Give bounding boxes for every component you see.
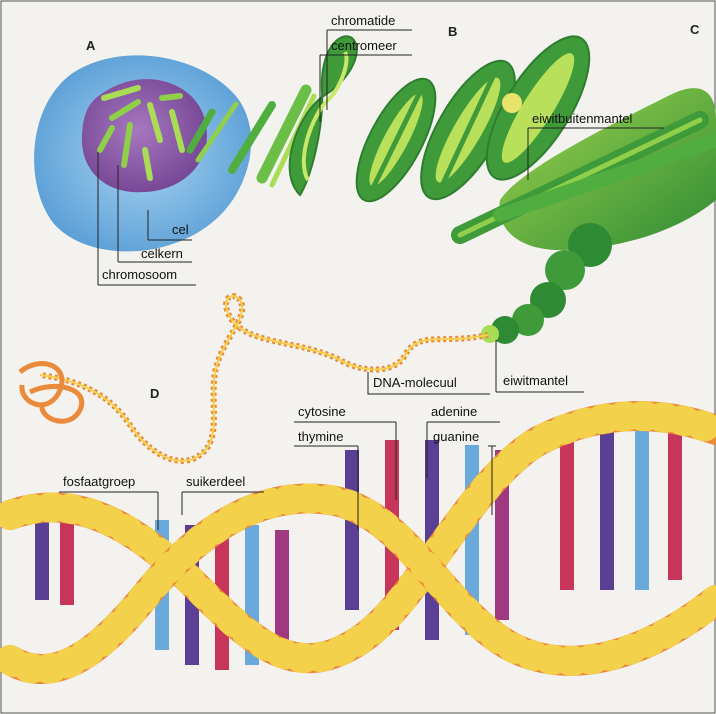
- label-eiwitbuitenmantel-text: eiwitbuitenmantel: [532, 111, 633, 126]
- cell-nucleus: [82, 79, 207, 192]
- label-thymine-text: thymine: [298, 429, 344, 444]
- label-guanine-text: guanine: [433, 429, 479, 444]
- label-suikerdeel-text: suikerdeel: [186, 474, 245, 489]
- panel-letter-d: D: [150, 386, 159, 401]
- label-fosfaatgroep-text: fosfaatgroep: [63, 474, 135, 489]
- label-chromosoom-text: chromosoom: [102, 267, 177, 282]
- panel-letter-b: B: [448, 24, 457, 39]
- panel-letter-a: A: [86, 38, 96, 53]
- label-cytosine-text: cytosine: [298, 404, 346, 419]
- label-dna-molecuul-text: DNA-molecuul: [373, 375, 457, 390]
- label-celkern-text: celkern: [141, 246, 183, 261]
- panel-letter-c: C: [690, 22, 700, 37]
- label-adenine-text: adenine: [431, 404, 477, 419]
- label-eiwitmantel-text: eiwitmantel: [503, 373, 568, 388]
- label-centromeer-text: centromeer: [331, 38, 397, 53]
- label-cel-text: cel: [172, 222, 189, 237]
- label-chromatide-text: chromatide: [331, 13, 395, 28]
